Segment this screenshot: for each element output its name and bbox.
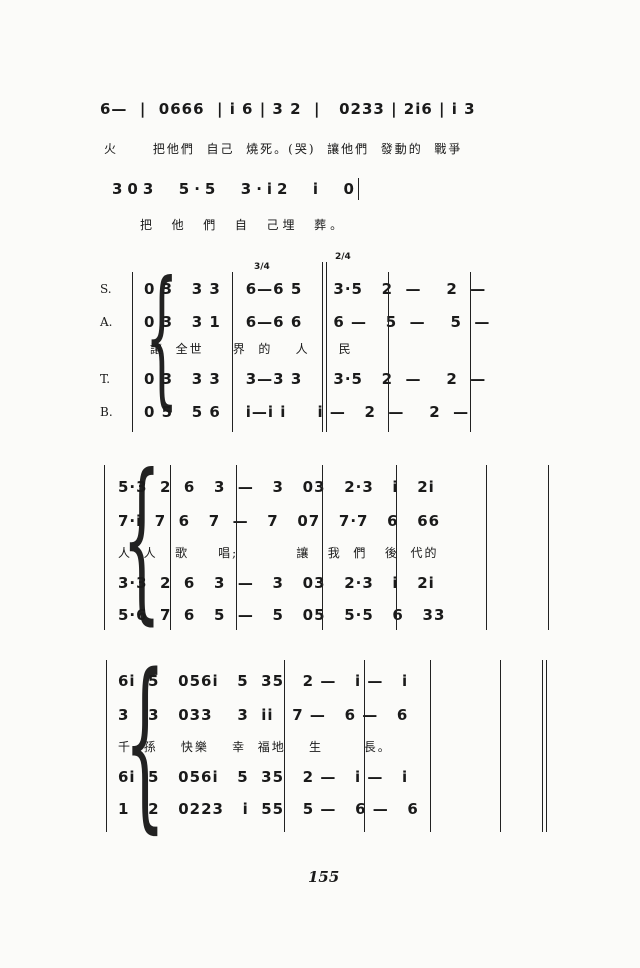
system2-barline-3 — [326, 262, 328, 432]
system2-barline-5 — [470, 272, 472, 432]
system3-brace: { — [122, 438, 162, 641]
system4-barline-2 — [364, 660, 366, 832]
system2-bass: 0 5 5 6 i—i i i — 2 — 2 — — [144, 403, 470, 421]
time-signature-2-4: 2/4 — [335, 252, 351, 262]
system4-soprano: 6i 5 056i 5 35 2 — i — i — [118, 672, 409, 690]
system2-brace: { — [145, 250, 179, 424]
system2-barline-4 — [388, 272, 390, 432]
system4-alto: 3 3 033 3 ii 7 — 6 — 6 — [118, 706, 409, 724]
system3-soprano: 5·3 2 6 3 — 3 03 2·3 i 2i — [118, 478, 435, 496]
system2-soprano: 0 3 3 3 6—6 5 3·5 2 — 2 — — [144, 280, 487, 298]
system3-barline-0 — [104, 465, 106, 630]
system4-barline-4 — [500, 660, 502, 832]
system2-tenor: 0 3 3 3 3—3 3 3·5 2 — 2 — — [144, 370, 487, 388]
system1-lyric-row2: 把 他 們 自 己埋 葬。 — [140, 218, 347, 232]
system1-notes-row1: 6— | 0666 | i 6 | 3 2 | 0233 | 2i6 | i 3 — [100, 100, 476, 118]
label-alto: A. — [100, 315, 113, 329]
system4-brace: { — [124, 634, 166, 850]
system3-barline-5 — [486, 465, 488, 630]
system2-barline-1 — [232, 272, 234, 432]
system4-tenor: 6i 5 056i 5 35 2 — i — i — [118, 768, 409, 786]
system2-lyric: 讓 全世 界 的 人 民 — [150, 342, 353, 356]
system4-barline-5 — [542, 660, 544, 832]
label-tenor: T. — [100, 372, 111, 386]
time-signature-3-4: 3/4 — [254, 262, 270, 272]
system3-lyric: 人 人 歌 唱; 讓 我 們 後 代的 — [118, 546, 439, 560]
system1-notes-row2: 303 5·5 3·i2 i 0 — [112, 180, 359, 198]
system4-lyric: 千 孫 快樂 幸 福地 生 長。 — [118, 740, 392, 754]
system2-barline-2 — [322, 262, 324, 432]
system1-lyric-row1: 火 把他們 自己 燒死。(哭) 讓他們 發動的 戰爭 — [104, 142, 463, 156]
system3-barline-3 — [322, 465, 324, 630]
system3-barline-4 — [396, 465, 398, 630]
label-soprano: S. — [100, 282, 112, 296]
system4-barline-0 — [106, 660, 108, 832]
system2-barline-0 — [132, 272, 134, 432]
system3-barline-2 — [236, 465, 238, 630]
system3-barline-6 — [548, 465, 550, 630]
system4-barline-1 — [284, 660, 286, 832]
label-bass: B. — [100, 405, 113, 419]
system3-barline-1 — [170, 465, 172, 630]
system4-barline-6 — [546, 660, 548, 832]
system2-alto: 0 3 3 1 6—6 6 6 — 5 — 5 — — [144, 313, 491, 331]
system4-barline-3 — [430, 660, 432, 832]
page-number: 155 — [308, 868, 340, 886]
system4-bass: 1 2 0223 i 55 5 — 6 — 6 — [118, 800, 419, 818]
system3-alto: 7·i 7 6 7 — 7 07 7·7 6 66 — [118, 512, 441, 530]
system3-bass: 5·6 7 6 5 — 5 05 5·5 6 33 — [118, 606, 446, 624]
system3-tenor: 3·3 2 6 3 — 3 03 2·3 i 2i — [118, 574, 435, 592]
system1-barline — [358, 178, 360, 200]
